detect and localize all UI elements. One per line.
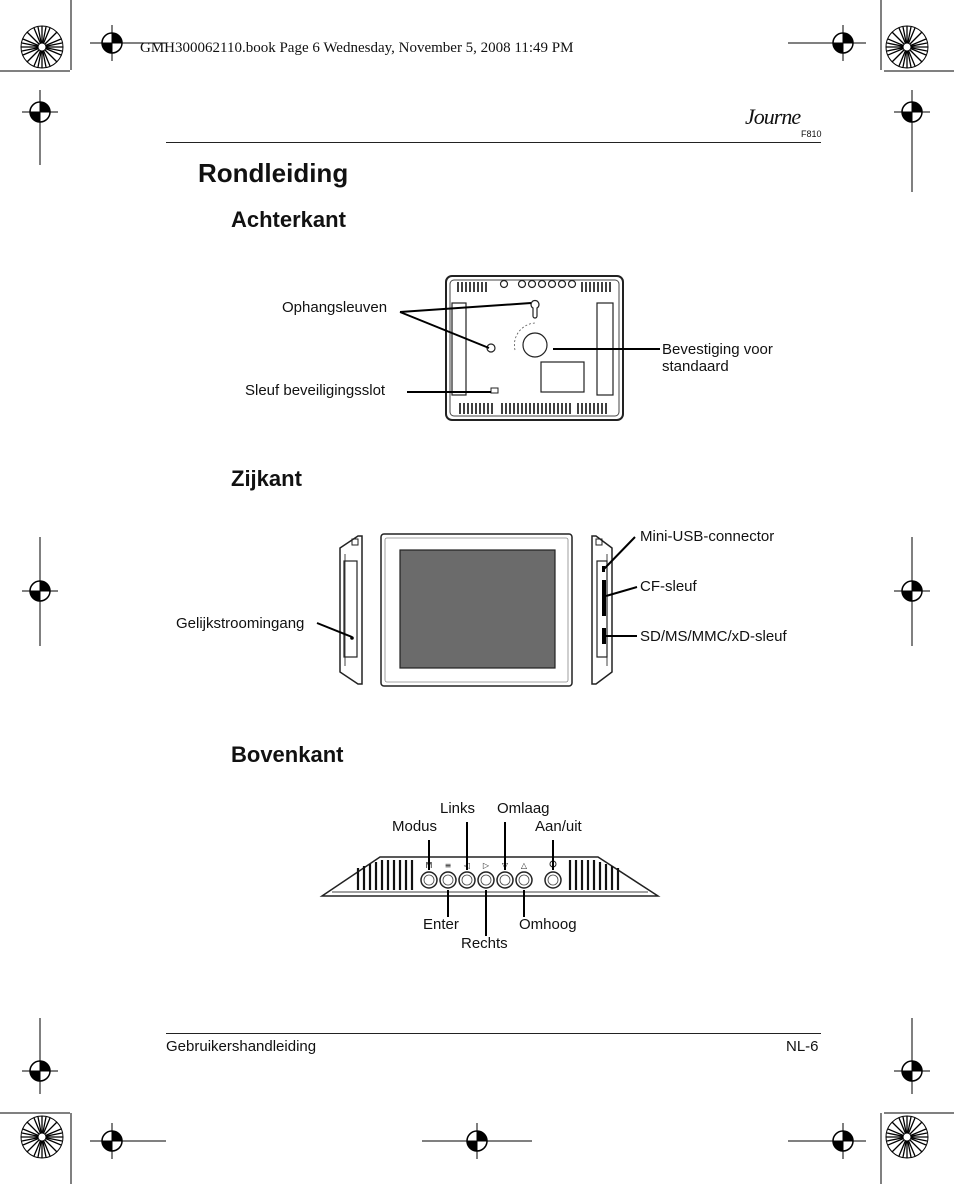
label-dc-in: Gelijkstroomingang — [176, 615, 305, 632]
label-mini-usb: Mini-USB-connector — [640, 528, 775, 545]
print-header: GMH300062110.book Page 6 Wednesday, Nove… — [140, 40, 574, 56]
footer-page-number: NL-6 — [786, 1038, 819, 1055]
model-number: F810 — [801, 129, 822, 139]
heading-side: Zijkant — [231, 466, 302, 491]
heading-back: Achterkant — [231, 207, 346, 232]
label-sd-slot: SD/MS/MMC/xD-sleuf — [640, 628, 787, 645]
label-stand-mount-line2: standaard — [662, 358, 729, 375]
footer-rule — [166, 1033, 821, 1034]
back-view-illustration — [445, 275, 624, 421]
label-right: Rechts — [461, 935, 508, 952]
label-left: Links — [440, 800, 476, 817]
footer-manual-title: Gebruikershandleiding — [166, 1038, 317, 1055]
label-up: Omhoog — [519, 916, 577, 933]
label-power: Aan/uit — [535, 818, 582, 835]
brand-logo: Journe — [745, 104, 801, 129]
page-title: Rondleiding — [198, 158, 349, 188]
label-mode: Modus — [392, 818, 438, 835]
heading-top: Bovenkant — [231, 742, 344, 767]
label-stand-mount-line1: Bevestiging voor — [662, 341, 773, 358]
label-hanging-slots: Ophangsleuven — [282, 299, 388, 316]
label-down: Omlaag — [497, 800, 550, 817]
label-cf-slot: CF-sleuf — [640, 578, 697, 595]
label-lock-slot: Sleuf beveiligingsslot — [245, 382, 386, 399]
header-rule — [166, 142, 821, 143]
label-enter: Enter — [423, 916, 459, 933]
